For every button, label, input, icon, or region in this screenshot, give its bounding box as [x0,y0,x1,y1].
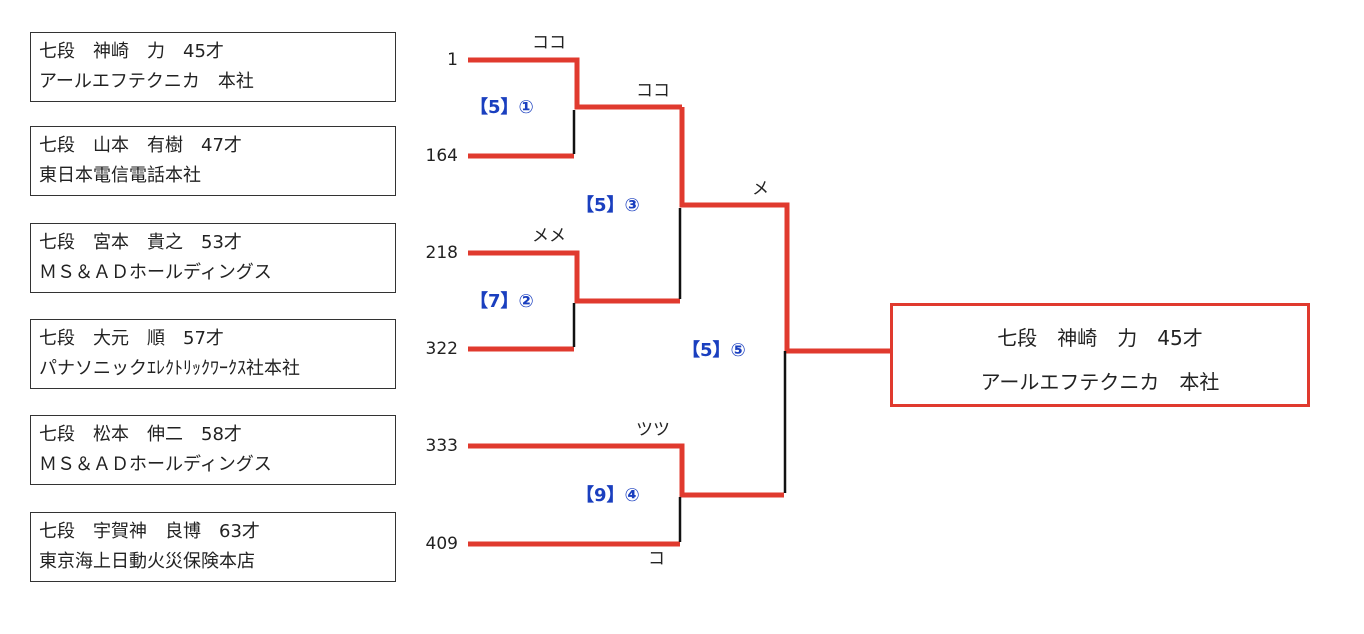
result-mark-3: ココ [636,81,670,101]
seed-number: 409 [425,534,458,554]
seed-number: 1 [447,50,458,70]
match-label-1: 【5】① [470,97,534,118]
champion-rank-name: 七段 神崎 力 45才 [997,326,1203,350]
winner-path [468,443,784,498]
player-box-2: 七段 山本 有樹 47才 東日本電信電話本社 [30,126,396,196]
result-mark-4a: ツツ [636,420,670,440]
player-box-1: 七段 神崎 力 45才 アールエフテクニカ 本社 [30,32,396,102]
player-affiliation: ＭＳ＆ＡＤホールディングス [39,454,272,475]
player-box-3: 七段 宮本 貴之 53才 ＭＳ＆ＡＤホールディングス [30,223,396,293]
result-mark-4b: コ [648,549,665,569]
player-affiliation: ＭＳ＆ＡＤホールディングス [39,262,272,283]
player-rank-name: 七段 大元 順 57才 [39,328,224,349]
player-box-4: 七段 大元 順 57才 パナソニックｴﾚｸﾄﾘｯｸﾜｰｸｽ社本社 [30,319,396,389]
player-box-5: 七段 松本 伸二 58才 ＭＳ＆ＡＤホールディングス [30,415,396,485]
seed-number: 218 [425,243,458,263]
player-rank-name: 七段 宮本 貴之 53才 [39,232,242,253]
match-2-lines [468,250,680,352]
player-rank-name: 七段 山本 有樹 47才 [39,135,242,156]
player-rank-name: 七段 松本 伸二 58才 [39,424,242,445]
match-label-3: 【5】③ [576,195,640,216]
winner-path [679,107,890,354]
player-affiliation: 東日本電信電話本社 [39,165,201,186]
match-label-5: 【5】⑤ [682,340,746,361]
champion-box: 七段 神崎 力 45才 アールエフテクニカ 本社 [890,303,1310,407]
winner-path [468,250,680,304]
match-4-lines [468,443,784,547]
player-box-6: 七段 宇賀神 良博 63才 東京海上日動火災保険本店 [30,512,396,582]
seed-number: 333 [425,436,458,456]
result-mark-2: メメ [532,226,566,246]
player-rank-name: 七段 神崎 力 45才 [39,41,224,62]
result-mark-5: メ [752,179,769,199]
player-rank-name: 七段 宇賀神 良博 63才 [39,521,260,542]
seed-number: 164 [425,146,458,166]
match-1-lines [468,57,682,159]
seed-number: 322 [425,339,458,359]
player-affiliation: アールエフテクニカ 本社 [39,71,254,92]
winner-path [468,57,682,110]
champion-affiliation: アールエフテクニカ 本社 [980,370,1220,394]
result-mark-1: ココ [532,33,566,53]
player-affiliation: 東京海上日動火災保険本店 [39,551,255,572]
match-3-lines [678,107,890,354]
match-label-2: 【7】② [470,291,534,312]
match-label-4: 【9】④ [576,485,640,506]
player-affiliation: パナソニックｴﾚｸﾄﾘｯｸﾜｰｸｽ社本社 [39,358,300,379]
